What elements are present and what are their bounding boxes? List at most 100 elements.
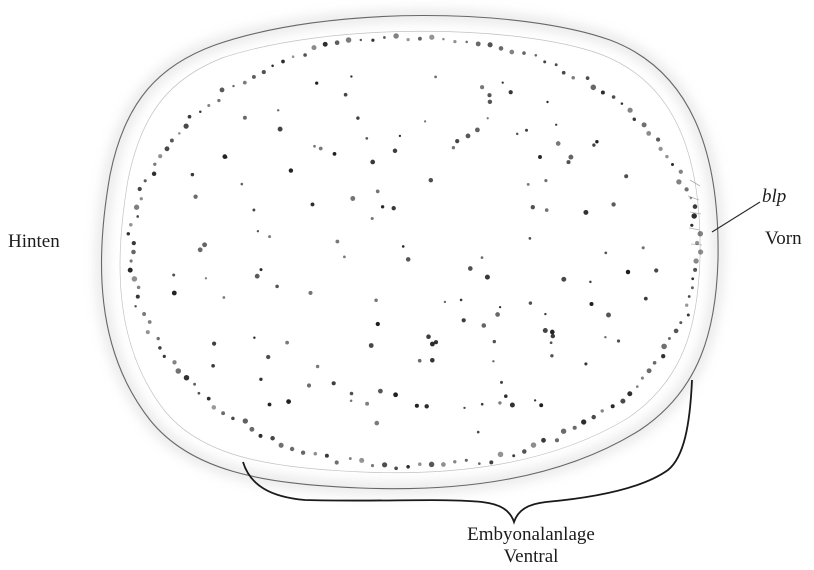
yolk-nucleus xyxy=(611,202,615,206)
peripheral-nucleus xyxy=(232,85,234,87)
peripheral-nucleus xyxy=(128,268,133,273)
peripheral-nucleus xyxy=(292,55,295,58)
yolk-nucleus xyxy=(493,340,496,343)
peripheral-nucleus xyxy=(137,286,141,290)
yolk-nucleus xyxy=(498,401,501,404)
peripheral-nucleus xyxy=(393,33,398,38)
yolk-nucleus xyxy=(606,313,611,318)
peripheral-nucleus xyxy=(198,392,201,395)
peripheral-nucleus xyxy=(359,458,364,463)
yolk-nucleus xyxy=(584,362,587,365)
yolk-nucleus xyxy=(527,183,530,186)
peripheral-nucleus xyxy=(688,295,691,298)
peripheral-nucleus xyxy=(693,268,697,272)
peripheral-nucleus xyxy=(522,51,526,55)
yolk-nucleus xyxy=(550,354,553,357)
yolk-nucleus xyxy=(311,202,315,206)
peripheral-nucleus xyxy=(453,40,456,43)
yolk-nucleus xyxy=(378,389,383,394)
yolk-nucleus xyxy=(376,322,380,326)
yolk-nucleus xyxy=(350,196,355,201)
peripheral-nucleus xyxy=(158,154,162,158)
peripheral-nucleus xyxy=(509,50,514,55)
peripheral-nucleus xyxy=(311,45,316,50)
peripheral-nucleus xyxy=(691,286,694,289)
peripheral-nucleus xyxy=(418,462,422,466)
peripheral-nucleus xyxy=(674,329,679,334)
yolk-nucleus xyxy=(544,313,546,315)
peripheral-nucleus xyxy=(478,462,481,465)
peripheral-nucleus xyxy=(541,438,546,443)
yolk-nucleus xyxy=(589,302,593,306)
yolk-nucleus xyxy=(556,141,561,146)
peripheral-nucleus xyxy=(601,409,604,412)
yolk-nucleus xyxy=(289,168,293,172)
yolk-nucleus xyxy=(481,256,484,259)
yolk-nucleus xyxy=(212,342,216,346)
peripheral-nucleus xyxy=(270,436,274,440)
peripheral-nucleus xyxy=(262,70,266,74)
yolk-nucleus xyxy=(253,337,255,339)
peripheral-nucleus xyxy=(188,115,192,119)
yolk-nucleus xyxy=(480,85,484,89)
peripheral-nucleus xyxy=(325,454,329,458)
peripheral-nucleus xyxy=(429,35,434,40)
peripheral-nucleus xyxy=(252,75,256,79)
peripheral-nucleus xyxy=(281,60,285,64)
yolk-nucleus xyxy=(365,137,368,140)
yolk-nucleus xyxy=(252,209,255,212)
peripheral-nucleus xyxy=(207,397,211,401)
yolk-nucleus xyxy=(369,343,374,348)
peripheral-nucleus xyxy=(184,124,189,129)
peripheral-nucleus xyxy=(138,187,142,191)
yolk-nucleus xyxy=(604,336,606,338)
peripheral-nucleus xyxy=(561,429,566,434)
peripheral-nucleus xyxy=(562,71,566,75)
peripheral-nucleus xyxy=(335,40,340,45)
yolk-nucleus xyxy=(543,328,548,333)
yolk-nucleus xyxy=(202,242,207,247)
peripheral-nucleus xyxy=(601,91,605,95)
peripheral-nucleus xyxy=(249,427,254,432)
peripheral-nucleus xyxy=(695,241,699,245)
peripheral-nucleus xyxy=(279,443,284,448)
yolk-nucleus xyxy=(644,297,648,301)
yolk-nucleus xyxy=(583,210,588,215)
peripheral-nucleus xyxy=(698,231,704,237)
peripheral-nucleus xyxy=(184,375,190,381)
yolk-nucleus xyxy=(477,431,480,434)
peripheral-nucleus xyxy=(259,434,263,438)
yolk-nucleus xyxy=(531,205,535,209)
yolk-nucleus xyxy=(429,178,433,182)
yolk-nucleus xyxy=(529,301,532,304)
yolk-nucleus xyxy=(332,381,336,385)
peripheral-nucleus xyxy=(170,139,174,143)
peripheral-nucleus xyxy=(522,449,526,453)
yolk-nucleus xyxy=(222,154,227,159)
yolk-nucleus xyxy=(534,399,536,401)
peripheral-nucleus xyxy=(555,438,559,442)
peripheral-nucleus xyxy=(488,42,493,47)
peripheral-nucleus xyxy=(193,383,196,386)
yolk-nucleus xyxy=(626,270,630,274)
yolk-nucleus xyxy=(592,143,595,146)
yolk-nucleus xyxy=(285,341,289,345)
peripheral-nucleus xyxy=(130,259,133,262)
peripheral-nucleus xyxy=(665,155,668,158)
yolk-nucleus xyxy=(415,404,419,408)
yolk-nucleus xyxy=(319,147,323,151)
peripheral-nucleus xyxy=(406,465,410,469)
peripheral-nucleus xyxy=(653,361,657,365)
peripheral-nucleus xyxy=(581,419,586,424)
peripheral-nuclei xyxy=(127,33,704,470)
peripheral-nucleus xyxy=(153,163,156,166)
yolk-nucleus xyxy=(550,330,555,335)
peripheral-nucleus xyxy=(661,344,667,350)
yolk-nucleus xyxy=(430,358,435,363)
peripheral-nucleus xyxy=(633,118,636,121)
peripheral-nucleus xyxy=(382,462,387,467)
yolk-nucleus xyxy=(460,299,463,302)
yolk-nucleus xyxy=(418,359,422,363)
yolk-nucleus xyxy=(466,133,471,138)
peripheral-nucleus xyxy=(679,321,682,324)
